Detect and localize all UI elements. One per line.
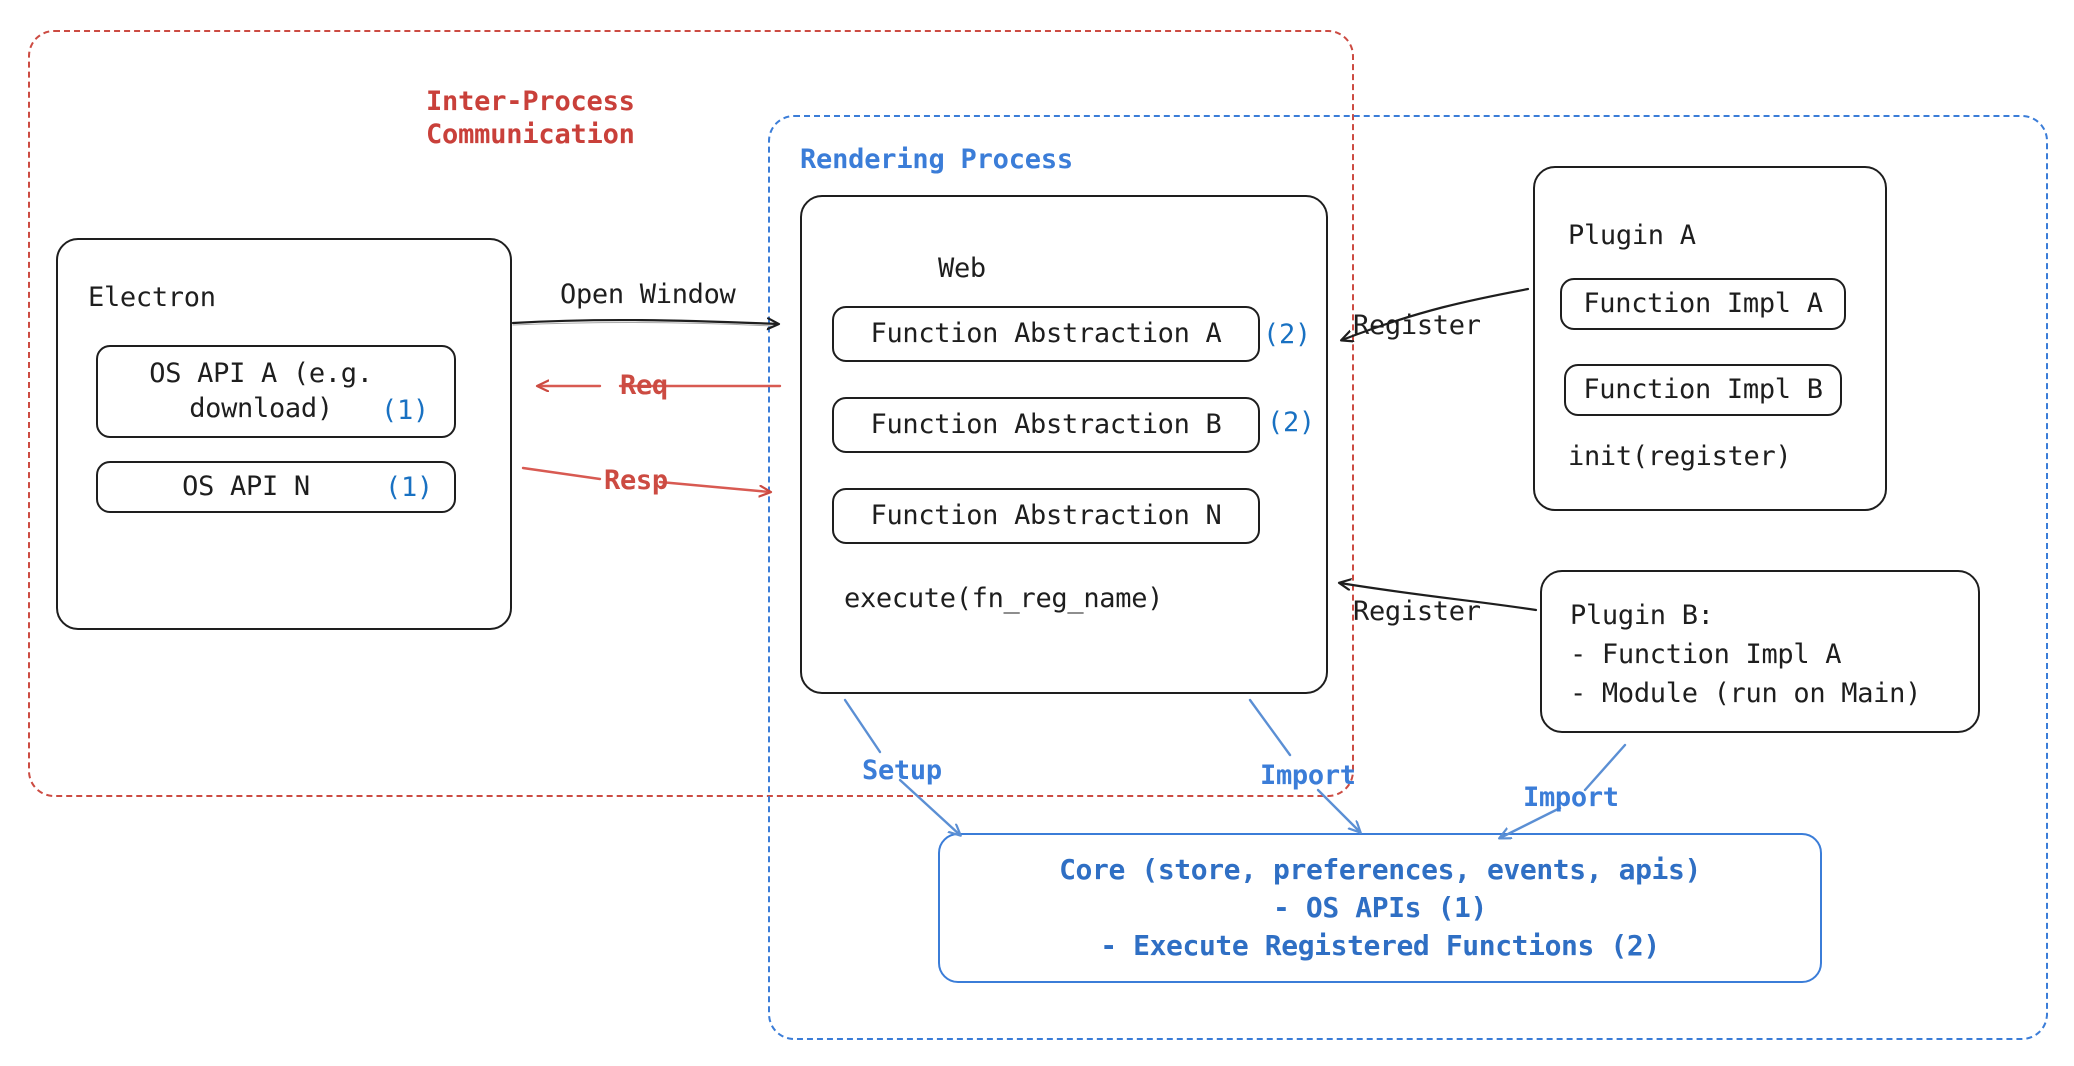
- core-line-1: Core (store, preferences, events, apis): [1059, 853, 1701, 887]
- function-impl-a-label: Function Impl A: [1583, 287, 1823, 319]
- group-rendering-process: [768, 115, 2048, 1040]
- edge-label-open-window: Open Window: [560, 279, 736, 310]
- edge-label-req: Req: [620, 370, 668, 401]
- os-api-n-box[interactable]: [96, 461, 456, 513]
- plugin-a-title: Plugin A: [1568, 220, 1696, 251]
- core-text: Core (store, preferences, events, apis) …: [938, 833, 1822, 983]
- function-impl-a-box[interactable]: [1560, 278, 1846, 330]
- function-abstraction-n-box[interactable]: [832, 488, 1260, 544]
- os-api-n-label: OS API N: [182, 470, 310, 502]
- os-api-n-tag: (1): [385, 472, 433, 503]
- edge-label-register-plugin-b: Register: [1353, 596, 1481, 627]
- electron-title: Electron: [88, 282, 216, 313]
- edge-label-import-plugin-b: Import: [1523, 782, 1619, 813]
- plugin-b-lines: Plugin B: - Function Impl A - Module (ru…: [1570, 600, 1922, 710]
- os-api-a-box[interactable]: [96, 345, 456, 438]
- group-inter-process-communication: [28, 30, 1354, 797]
- edge-label-setup: Setup: [862, 755, 942, 786]
- edge-label-resp: Resp: [604, 465, 668, 496]
- function-abstraction-a-label: Function Abstraction A: [870, 317, 1222, 349]
- function-impl-b-label: Function Impl B: [1583, 373, 1823, 405]
- function-abstraction-b-box[interactable]: [832, 397, 1260, 453]
- function-impl-b-box[interactable]: [1564, 364, 1842, 416]
- core-box: [938, 833, 1822, 983]
- group-label-inter-process-communication: Inter-Process Communication: [426, 86, 635, 150]
- function-abstraction-b-tag: (2): [1267, 407, 1315, 438]
- group-label-rendering-process: Rendering Process: [800, 144, 1073, 175]
- edge-label-import-web: Import: [1260, 760, 1356, 791]
- edge-label-register-plugin-a: Register: [1353, 310, 1481, 341]
- function-abstraction-a-tag: (2): [1263, 319, 1311, 350]
- plugin-a-init-label: init(register): [1568, 441, 1792, 472]
- web-title: Web: [938, 253, 986, 284]
- web-execute-label: execute(fn_reg_name): [844, 583, 1164, 614]
- function-abstraction-n-label: Function Abstraction N: [870, 499, 1222, 531]
- function-abstraction-b-label: Function Abstraction B: [870, 408, 1222, 440]
- os-api-a-tag: (1): [381, 395, 429, 426]
- plugin-b-box: [1540, 570, 1980, 733]
- function-abstraction-a-box[interactable]: [832, 306, 1260, 362]
- core-line-3: - Execute Registered Functions (2): [1100, 928, 1660, 962]
- plugin-a-box: [1533, 166, 1887, 511]
- os-api-a-label: OS API A (e.g. download): [149, 357, 373, 424]
- core-line-2: - OS APIs (1): [1273, 891, 1487, 925]
